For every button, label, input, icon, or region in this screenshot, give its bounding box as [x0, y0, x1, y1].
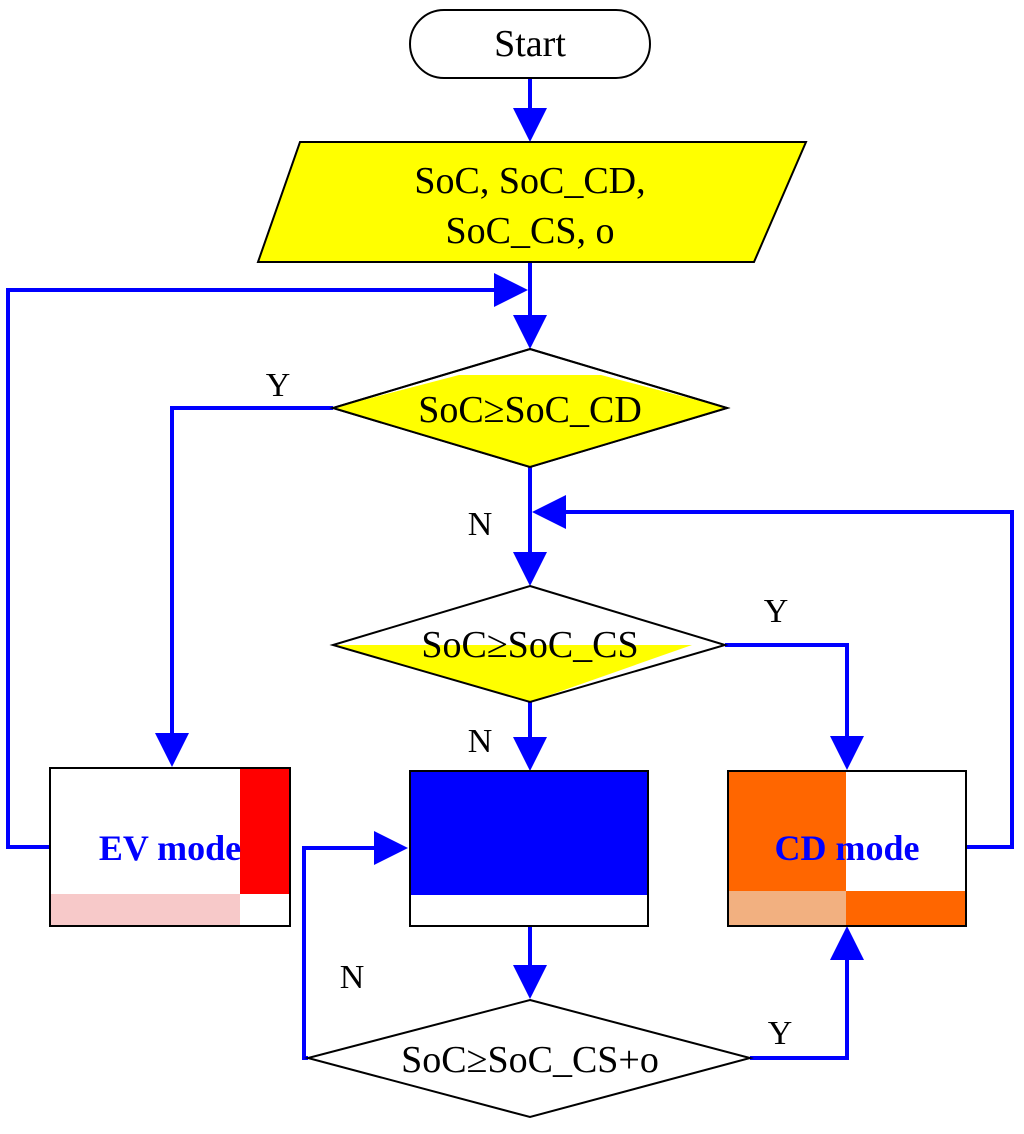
label-cs-no: N	[468, 723, 493, 760]
decision-soc-cs-o-shape	[304, 998, 754, 1119]
edge-decision-cso-no	[302, 846, 378, 1060]
arrowhead-cs-box	[513, 737, 547, 771]
decision-soc-cs-o: SoC≥SoC_CS+o	[304, 998, 754, 1119]
decision-soc-cd: SoC≥SoC_CD	[329, 347, 731, 469]
cd-mode-shade	[728, 891, 846, 926]
ev-mode-label: EV mode	[99, 828, 241, 868]
arrowhead-ev-mode	[155, 733, 189, 767]
arrowhead-cd-mode-up	[830, 926, 864, 960]
decision-soc-cs-o-label: SoC≥SoC_CS+o	[401, 1039, 659, 1081]
ev-mode-shade	[50, 894, 240, 926]
cs-process-border	[409, 770, 649, 927]
label-cso-no: N	[340, 959, 365, 996]
input-shape	[256, 141, 808, 263]
decision-soc-cs-label: SoC≥SoC_CS	[421, 624, 638, 666]
cd-mode-node: CD mode	[727, 770, 967, 927]
label-cd-yes: Y	[266, 367, 291, 404]
edge-labels: Y N Y N N Y	[266, 367, 793, 1052]
start-label: Start	[494, 23, 566, 65]
cs-process-fill	[410, 771, 648, 895]
arrowhead-cd-mode	[830, 736, 864, 770]
decision-soc-cd-border	[329, 347, 731, 469]
input-node: SoC, SoC_CD, SoC_CS, o	[256, 141, 808, 263]
arrowhead-decision-cs	[513, 552, 547, 586]
label-cs-yes: Y	[764, 593, 789, 630]
arrowhead-input	[513, 108, 547, 142]
edge-cd-loop-back	[562, 510, 1014, 849]
start-node: Start	[409, 9, 651, 79]
arrowhead-ev-loop-merge	[494, 273, 528, 307]
label-cso-yes: Y	[768, 1015, 793, 1052]
connectors	[6, 78, 1014, 1060]
start-shape	[409, 9, 651, 79]
input-label-line1: SoC, SoC_CD,	[414, 160, 645, 202]
cd-mode-fill-bottom	[846, 891, 966, 926]
decision-soc-cd-fill	[333, 375, 727, 467]
ev-mode-node: EV mode	[49, 767, 291, 927]
ev-mode-accent	[240, 768, 290, 894]
edge-decision-cd-yes	[170, 406, 333, 735]
decision-soc-cd-label: SoC≥SoC_CD	[418, 389, 642, 431]
decision-soc-cs: SoC≥SoC_CS	[329, 584, 729, 704]
arrowhead-decision-cd	[513, 315, 547, 349]
ev-mode-border	[49, 767, 291, 927]
edge-ev-loop-back	[6, 288, 498, 849]
arrowhead-cd-loop-merge	[532, 495, 566, 529]
edge-decision-cs-yes	[725, 643, 849, 738]
arrowhead-cs-box-loop	[374, 831, 408, 865]
decision-soc-cs-fill	[333, 645, 692, 702]
cd-mode-border	[727, 770, 967, 927]
cd-mode-label: CD mode	[775, 828, 920, 868]
label-cd-no: N	[468, 506, 493, 543]
edge-decision-cso-yes	[750, 958, 849, 1060]
input-label-line2: SoC_CS, o	[446, 210, 615, 252]
arrowhead-decision-cso	[513, 965, 547, 999]
cd-mode-fill-left	[728, 771, 846, 891]
decision-soc-cs-border	[329, 584, 729, 704]
cs-process-node	[409, 770, 649, 927]
